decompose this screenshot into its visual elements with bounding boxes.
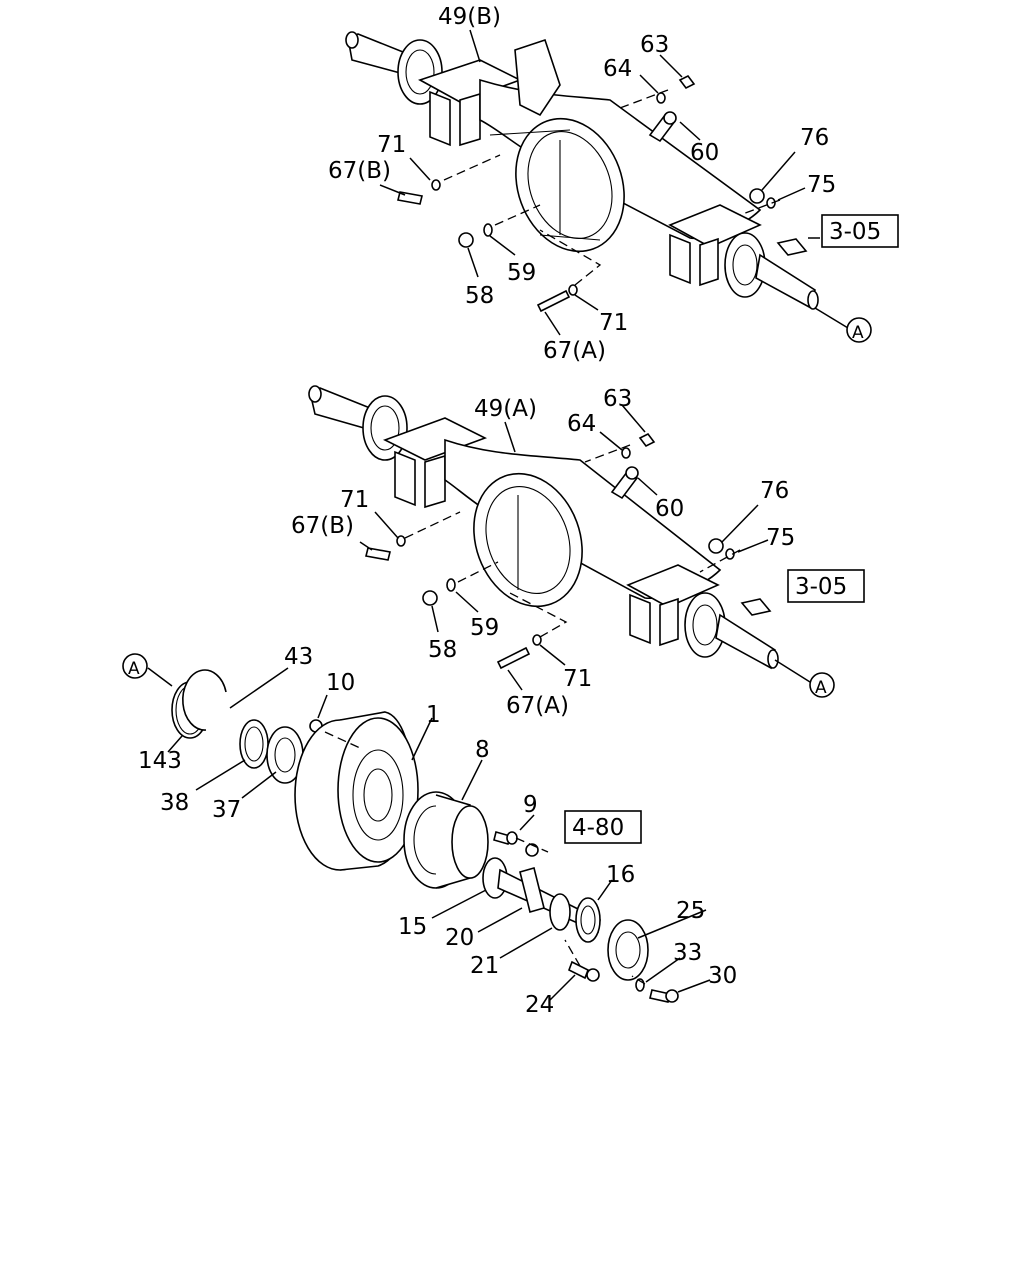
callout-76-middle: 76: [760, 478, 789, 504]
callout-21: 21: [470, 953, 499, 979]
connector-label-a-top: A: [852, 323, 864, 343]
nut-76-top: [749, 188, 765, 204]
callout-15: 15: [398, 914, 427, 940]
retaining-ring-43: [182, 669, 227, 731]
callout-75-top: 75: [807, 172, 836, 198]
callout-71b-top: 71: [599, 310, 628, 336]
connector-a-hub: [122, 653, 148, 679]
callout-60-top: 60: [690, 140, 719, 166]
callout-16: 16: [606, 862, 635, 888]
callout-67a-middle: 67(A): [506, 693, 569, 719]
ref-label-3-05-middle[interactable]: 3-05: [795, 574, 847, 600]
callout-9: 9: [523, 792, 538, 818]
callout-71-middle: 71: [340, 487, 369, 513]
callout-64-middle: 64: [567, 411, 596, 437]
callout-20: 20: [445, 925, 474, 951]
callout-37: 37: [212, 797, 241, 823]
ref-label-4-80[interactable]: 4-80: [572, 815, 624, 841]
hub-assembly: [171, 669, 679, 1003]
connector-label-a-hub: A: [128, 659, 140, 679]
seal-16: [575, 897, 601, 943]
axle-housing-49a: [308, 385, 779, 670]
callout-8: 8: [475, 737, 490, 763]
bolt-3-05-top: [776, 238, 808, 256]
lock-washer-20: [519, 867, 545, 913]
callout-67b-middle: 67(B): [291, 513, 354, 539]
callout-67a-top: 67(A): [543, 338, 606, 364]
middle-fasteners: [365, 432, 772, 670]
callout-38: 38: [160, 790, 189, 816]
callout-75-middle: 75: [766, 525, 795, 551]
washer-71-top: [431, 179, 441, 191]
callout-76-top: 76: [800, 125, 829, 151]
callout-143: 143: [138, 748, 182, 774]
stud-9: [493, 831, 511, 845]
washer-64-top: [656, 92, 666, 104]
callout-24: 24: [525, 992, 554, 1018]
callout-25: 25: [676, 898, 705, 924]
callout-60-middle: 60: [655, 496, 684, 522]
bolt-30: [649, 989, 671, 1003]
bolt-67a-top: [536, 289, 571, 313]
lock-nut-21: [549, 893, 571, 931]
oring-59-top: [483, 223, 493, 237]
callout-49b: 49(B): [438, 4, 501, 30]
callout-49a: 49(A): [474, 396, 537, 422]
callout-33: 33: [673, 940, 702, 966]
callout-59-top: 59: [507, 260, 536, 286]
callout-58-top: 58: [465, 283, 494, 309]
top-fasteners: [397, 74, 808, 313]
ref-label-3-05-top[interactable]: 3-05: [829, 219, 881, 245]
axle-housing-49b: [345, 31, 819, 310]
callout-43: 43: [284, 644, 313, 670]
ref-box-3-05-middle: [787, 569, 865, 603]
callout-71-top: 71: [377, 132, 406, 158]
callout-64-top: 64: [603, 56, 632, 82]
callout-58-middle: 58: [428, 637, 457, 663]
callout-63-top: 63: [640, 32, 669, 58]
callout-10: 10: [326, 670, 355, 696]
washer-71b-top: [568, 284, 578, 296]
washer-75-top: [766, 197, 776, 209]
callout-63-middle: 63: [603, 386, 632, 412]
plug-63-top: [678, 74, 696, 90]
connector-label-a-middle: A: [815, 678, 827, 698]
ref-box-4-80: [564, 810, 642, 844]
nut-58-top: [458, 232, 474, 248]
connector-a-top: [846, 317, 872, 343]
hub-cap-25: [607, 919, 649, 981]
ref-box-3-05-top: [821, 214, 899, 248]
bolt-24: [567, 960, 590, 980]
connector-a-middle: [809, 672, 835, 698]
callout-30: 30: [708, 963, 737, 989]
callout-67b-top: 67(B): [328, 158, 391, 184]
callout-59-middle: 59: [470, 615, 499, 641]
callout-1: 1: [426, 702, 441, 728]
callout-71d-middle: 71: [563, 666, 592, 692]
